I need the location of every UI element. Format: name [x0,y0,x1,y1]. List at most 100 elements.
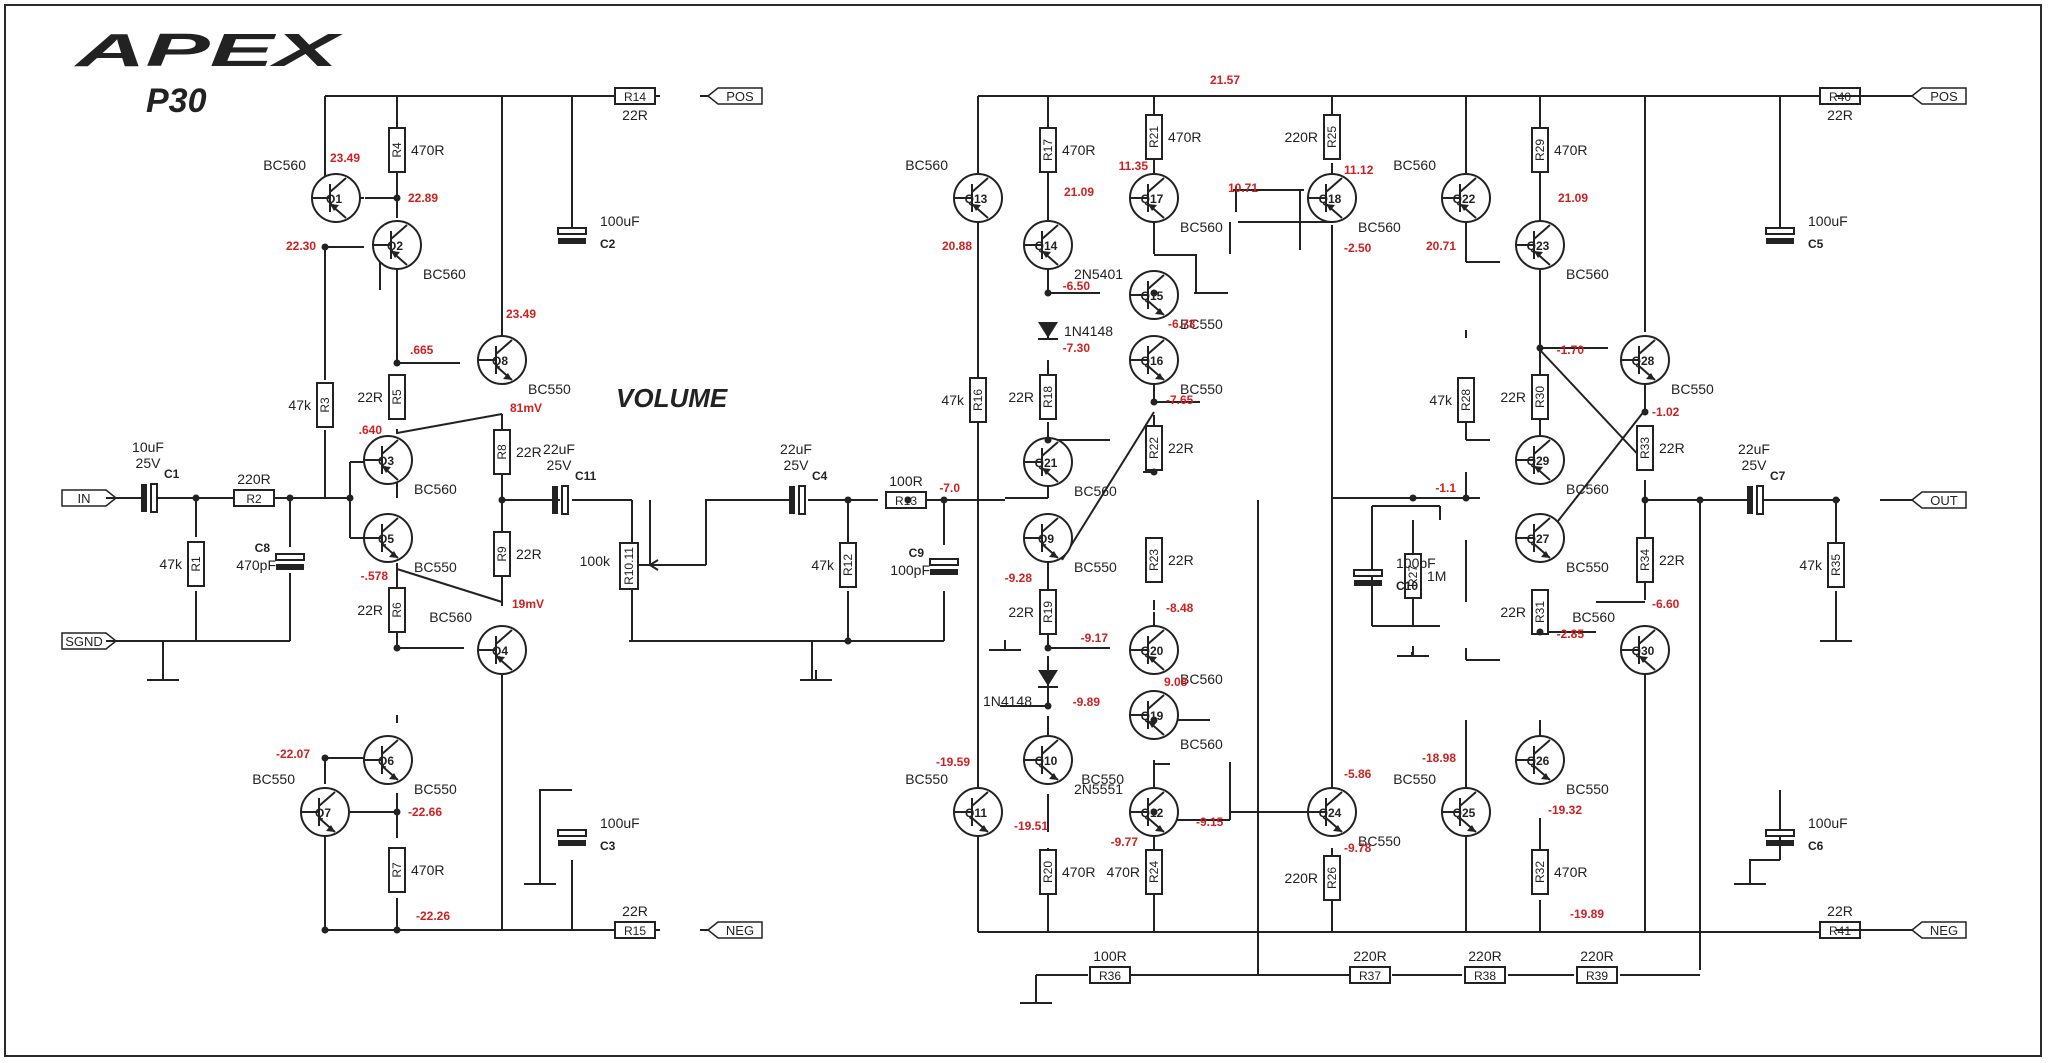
connector-out: OUT [1910,491,1967,509]
voltage-reading: -19.32 [1548,803,1582,817]
transistor-ref: Q28 [1632,354,1655,368]
ground-symbol [1734,874,1766,885]
resistor-ref: R30 [1533,386,1547,408]
resistor-value: 470R [1168,129,1201,145]
transistor-type: BC560 [905,157,948,173]
voltage-reading: 21.09 [1558,191,1588,205]
voltage-reading: -.578 [361,569,389,583]
junction-dot [1044,289,1052,297]
resistor-value: 470R [1062,142,1095,158]
voltage-reading: -6.50 [1063,279,1091,293]
resistor-ref: R14 [624,90,646,104]
ground-symbol [1020,993,1052,1004]
resistor-value: 22R [1827,107,1853,123]
transistor-ref: Q7 [315,806,331,820]
connector-label: NEG [726,923,754,938]
capacitor-ref: C10 [1396,579,1418,593]
junction-dot [904,496,912,504]
junction-dot [498,496,506,504]
resistor-value: 220R [1285,870,1318,886]
diode-type: 1N4148 [983,693,1032,709]
connector-label: POS [1930,89,1958,104]
junction-dot [844,496,852,504]
resistor-value: 22R [516,444,542,460]
voltage-reading: -19.51 [1014,819,1048,833]
model-title: P30 [146,82,207,120]
voltage-reading: 11.12 [1344,163,1374,177]
transistor-ref: Q18 [1319,192,1342,206]
capacitor-ref: C9 [909,546,925,560]
ground-symbol [1820,631,1852,642]
pot-value: 100k [580,553,611,569]
junction-dot [1044,436,1052,444]
resistor-ref: R25 [1325,126,1339,148]
ground-symbol [989,640,1021,651]
junction-dot [1150,289,1158,297]
transistor-type: BC560 [1358,219,1401,235]
voltage-reading: -9.89 [1073,695,1101,709]
resistor-value: 22R [1659,552,1685,568]
transistor-type: BC550 [414,781,457,797]
junction-dot [321,243,329,251]
capacitor-voltage: 25V [1742,457,1768,473]
resistor-value: 220R [1580,948,1613,964]
resistor-r8: R8 22R [493,429,542,475]
transistor-type: BC550 [1358,833,1401,849]
junction-dot [1044,644,1052,652]
resistor-ref: R31 [1533,601,1547,623]
resistor-value: 100R [889,473,922,489]
capacitor-ref: C2 [600,237,616,251]
capacitor-voltage: 25V [136,455,162,471]
transistor-ref: Q4 [492,644,508,658]
capacitor-value: 22uF [1738,441,1770,457]
resistor-value: 22R [1659,440,1685,456]
volume-label: VOLUME [616,383,728,413]
pot-ref: R10.11 [622,547,636,585]
voltage-reading: -1.70 [1557,343,1585,357]
resistor-value: 22R [1500,604,1526,620]
resistor-ref: R22 [1147,437,1161,459]
resistor-ref: R8 [495,444,509,460]
junction-dot [940,496,948,504]
connector-neg: NEG [1910,921,1967,939]
junction-dot [286,494,294,502]
capacitor-value: 100pF [890,562,930,578]
junction-dot [393,359,401,367]
transistor-ref: Q19 [1141,709,1164,723]
resistor-ref: R34 [1638,549,1652,571]
resistor-value: 470R [411,142,444,158]
resistor-value: 220R [1285,129,1318,145]
resistor-value: 22R [1500,389,1526,405]
volume-potentiometer[interactable]: R10.11 100k [580,542,706,590]
transistor-type: BC550 [1081,771,1124,787]
capacitor-value: 100pF [1396,555,1436,571]
transistor-ref: Q2 [387,239,403,253]
junction-dot [393,194,401,202]
resistor-value: 470R [411,862,444,878]
transistor-ref: Q5 [378,532,394,546]
voltage-reading: -6.73 [1168,317,1196,331]
transistor-type: BC550 [1180,316,1223,332]
transistor-ref: Q16 [1141,354,1164,368]
voltage-reading: 21.09 [1064,185,1094,199]
junction-dot [192,494,200,502]
transistor-ref: Q26 [1527,754,1550,768]
voltage-reading: 11.35 [1119,159,1149,173]
